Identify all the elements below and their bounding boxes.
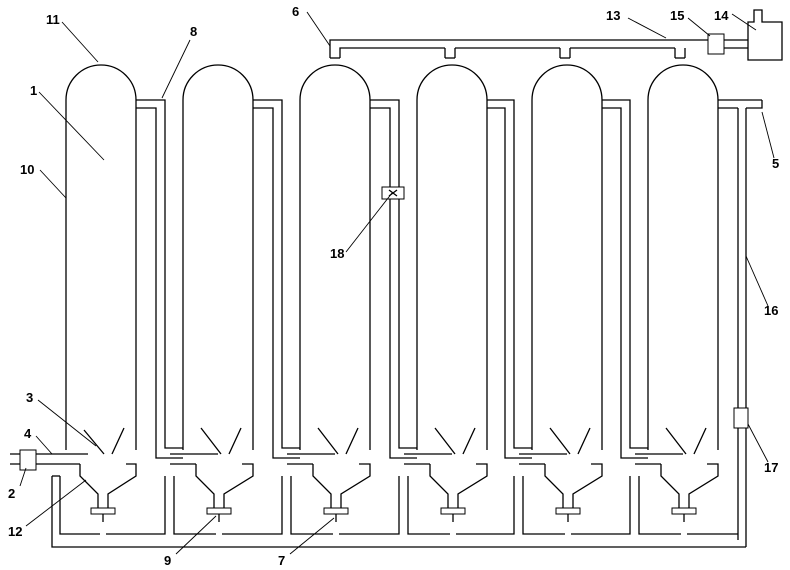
callout-8: 8 [190,24,197,39]
tank-14 [747,9,783,61]
callout-6: 6 [292,4,299,19]
leader-lines [19,11,775,555]
reactor-column-6 [647,64,719,450]
collector-pipe [51,476,746,548]
bottom-assembly-2 [170,427,283,535]
callout-3: 3 [26,390,33,405]
connecting-tube-5 [602,99,648,449]
reactor-columns [65,64,719,450]
callout-labels: 1 2 3 4 5 6 7 8 9 10 11 12 13 14 15 16 1… [8,4,779,568]
manifold-valve [707,33,725,55]
reactor-column-2 [182,64,254,450]
callout-7: 7 [278,553,285,568]
callout-11: 11 [46,12,60,27]
gas-manifold [329,9,783,61]
callout-14: 14 [714,8,729,23]
callout-5: 5 [772,156,779,171]
manifold-pipe [329,39,708,58]
callout-2: 2 [8,486,15,501]
bottom-assembly-1 [10,427,166,535]
connecting-tube-3 [370,99,417,449]
connecting-tube-1 [136,99,183,449]
reactor-column-4 [416,64,488,450]
callout-10: 10 [20,162,34,177]
reactor-column-1 [65,64,137,450]
connecting-tube-2 [253,99,300,449]
callout-1: 1 [30,83,37,98]
callout-18: 18 [330,246,344,261]
connecting-tubes [136,99,763,547]
callout-16: 16 [764,303,778,318]
callout-12: 12 [8,524,22,539]
callout-17: 17 [764,460,778,475]
bottom-assembly-4 [404,427,515,535]
callout-9: 9 [164,553,171,568]
connecting-tube-4 [487,99,532,449]
reactor-column-3 [299,64,371,450]
callout-15: 15 [670,8,684,23]
inlet-valve [19,449,37,471]
pump-17 [733,407,749,429]
bottom-assemblies [10,427,746,548]
callout-13: 13 [606,8,620,23]
bottom-assembly-3 [287,427,400,535]
bottom-assembly-5 [519,427,631,535]
bottom-assembly-6 [635,427,738,535]
callout-4: 4 [24,426,32,441]
reactor-column-5 [531,64,603,450]
